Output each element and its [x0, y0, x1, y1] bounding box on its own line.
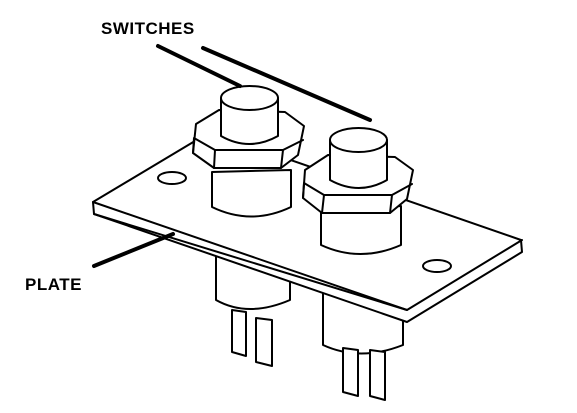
plate-label: PLATE: [25, 275, 82, 294]
left-switch: [192, 85, 305, 218]
right-switch-pins: [342, 347, 386, 401]
right-switch: [302, 127, 414, 255]
mounting-plate: [92, 131, 523, 323]
plate-leader-line: [92, 232, 175, 268]
switches-label: SWITCHES: [101, 19, 195, 38]
switches-leader-lines: [156, 44, 372, 122]
right-mounting-hole: [422, 259, 452, 273]
left-switch-pins: [231, 309, 273, 367]
left-mounting-hole: [157, 171, 187, 185]
right-switch-lower-body: [322, 289, 404, 355]
